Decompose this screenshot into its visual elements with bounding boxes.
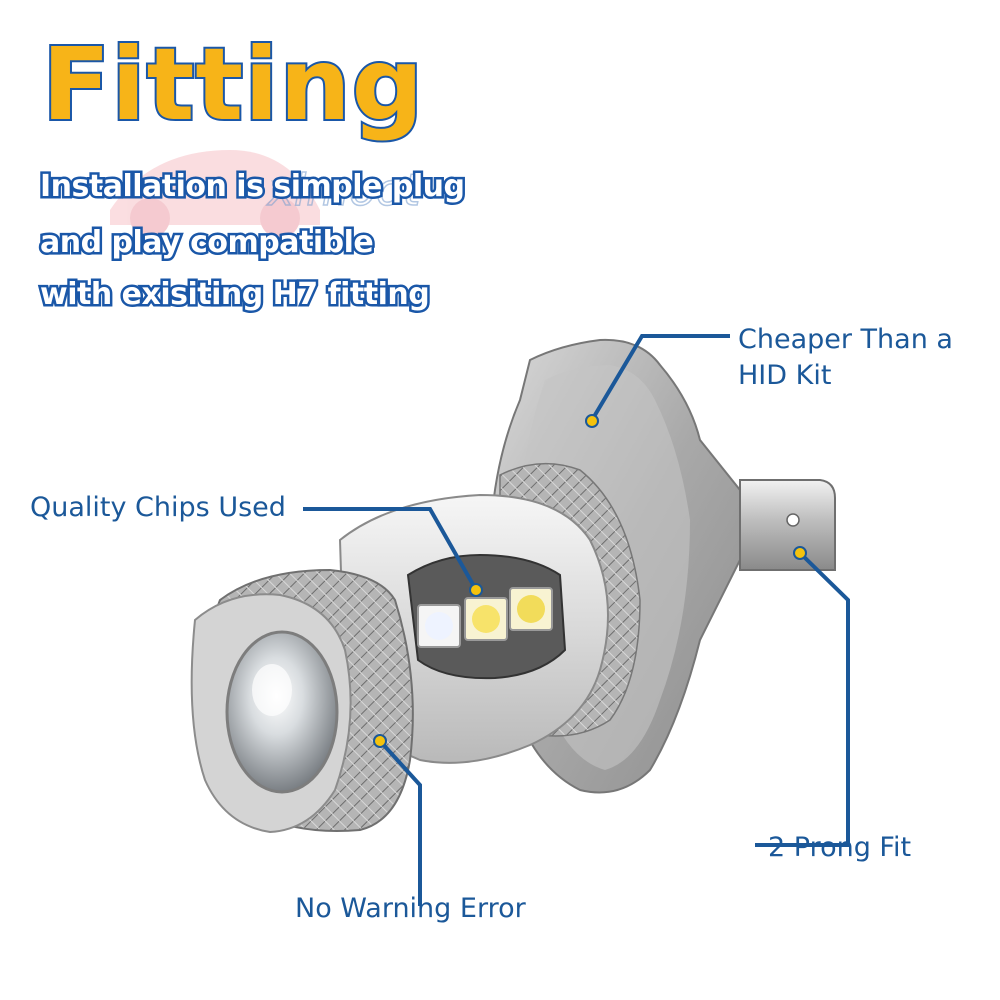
callout-markers xyxy=(373,414,807,748)
callout-cheaper-line-1: Cheaper Than a xyxy=(738,324,953,355)
intro-line-1: Installation is simple plug xyxy=(38,167,468,206)
callout-quality-chips: Quality Chips Used xyxy=(30,492,286,523)
intro-line-2: and play compatible xyxy=(38,223,377,262)
callout-no-warning-error: No Warning Error xyxy=(295,893,526,924)
bulb-front-cylinder xyxy=(190,568,414,834)
callout-cheaper-than-hid: Cheaper Than a HID Kit xyxy=(738,322,953,394)
callout-leader-lines xyxy=(303,334,850,906)
intro-line-3: with exisiting H7 fitting xyxy=(38,275,433,314)
callout-cheaper-line-2: HID Kit xyxy=(738,360,832,391)
watermark-car-logo xyxy=(110,150,320,238)
headline-fitting: Fitting xyxy=(40,26,425,143)
led-chips xyxy=(417,587,553,648)
watermark-text: ximoot xyxy=(266,165,422,216)
callout-2-prong-fit: 2 Prong Fit xyxy=(768,832,912,863)
